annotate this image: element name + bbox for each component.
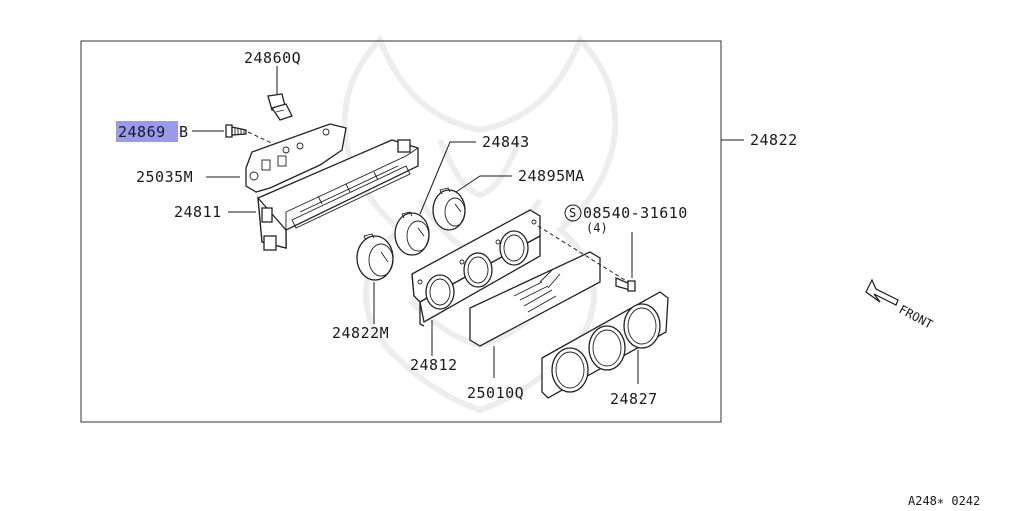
housing-box-part (257, 139, 419, 251)
bulb-socket-part (267, 93, 293, 121)
front-arrow-icon (865, 278, 899, 306)
screw-path-08540 (537, 225, 629, 283)
label-24895MA: 24895MA (518, 167, 585, 185)
label-24812: 24812 (410, 356, 458, 374)
label-24811: 24811 (174, 203, 222, 221)
label-24822: 24822 (750, 131, 798, 149)
label-24869-suffix: B (179, 123, 189, 141)
lens-panel-part (469, 251, 601, 347)
knob-24843-part (394, 211, 430, 256)
label-24822M: 24822M (332, 324, 389, 342)
leader-24895MA (455, 175, 512, 193)
label-25035M: 25035M (136, 168, 193, 186)
highlight-24869 (116, 121, 178, 142)
bracket-plate-part (245, 123, 347, 193)
control-panel-part (411, 209, 541, 327)
label-24860Q: 24860Q (244, 49, 301, 67)
diagram-code: A248∗ 0242 (908, 494, 980, 508)
leader-24843 (419, 141, 476, 215)
knob-24895MA-part (432, 187, 466, 231)
label-08540-qty: (4) (586, 221, 608, 235)
label-25010Q: 25010Q (467, 384, 524, 402)
label-24827: 24827 (610, 390, 658, 408)
label-24869: 24869 (118, 123, 166, 141)
label-24843: 24843 (482, 133, 530, 151)
knob-24822M-part (356, 233, 394, 281)
screw-to-bracket-path (247, 131, 277, 146)
screw-part (225, 124, 247, 138)
standard-part-symbol-letter: S (569, 206, 576, 220)
diagram-frame (80, 40, 722, 423)
label-08540-31610: 08540-31610 (583, 204, 688, 222)
front-label: FRONT (897, 302, 935, 331)
panel-screw-part (615, 277, 636, 292)
bezel-finisher-part (541, 291, 669, 399)
standard-part-symbol (564, 204, 582, 222)
